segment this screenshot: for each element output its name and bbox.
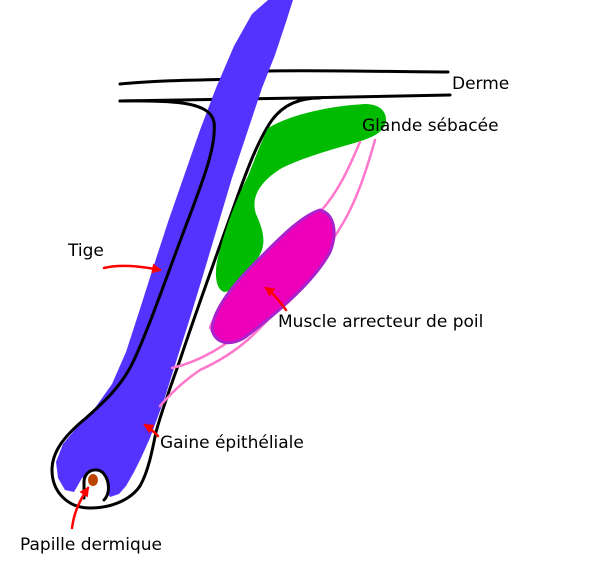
dermal-papilla bbox=[82, 468, 110, 502]
label-muscle-arrecteur: Muscle arrecteur de poil bbox=[278, 312, 483, 332]
skin-line-top-right bbox=[266, 69, 450, 74]
label-gaine-epitheliale: Gaine épithéliale bbox=[160, 433, 304, 453]
arrow-papille bbox=[70, 486, 90, 530]
label-derme: Derme bbox=[452, 74, 509, 94]
sebaceous-gland bbox=[215, 104, 387, 292]
label-papille-dermique: Papille dermique bbox=[20, 535, 162, 555]
follicle-sheath-outline bbox=[50, 96, 322, 510]
skin-surface-lines bbox=[118, 69, 452, 103]
annotation-arrows bbox=[70, 263, 288, 530]
arrow-gaine bbox=[143, 423, 160, 438]
hair-shaft bbox=[56, 0, 293, 497]
label-tige: Tige bbox=[67, 241, 104, 261]
arrector-pili-muscle bbox=[210, 208, 336, 345]
arrow-tige bbox=[102, 263, 162, 274]
label-glande-sebacee: Glande sébacée bbox=[362, 116, 499, 136]
skin-line-second bbox=[118, 93, 452, 103]
arrow-muscle bbox=[264, 286, 288, 312]
